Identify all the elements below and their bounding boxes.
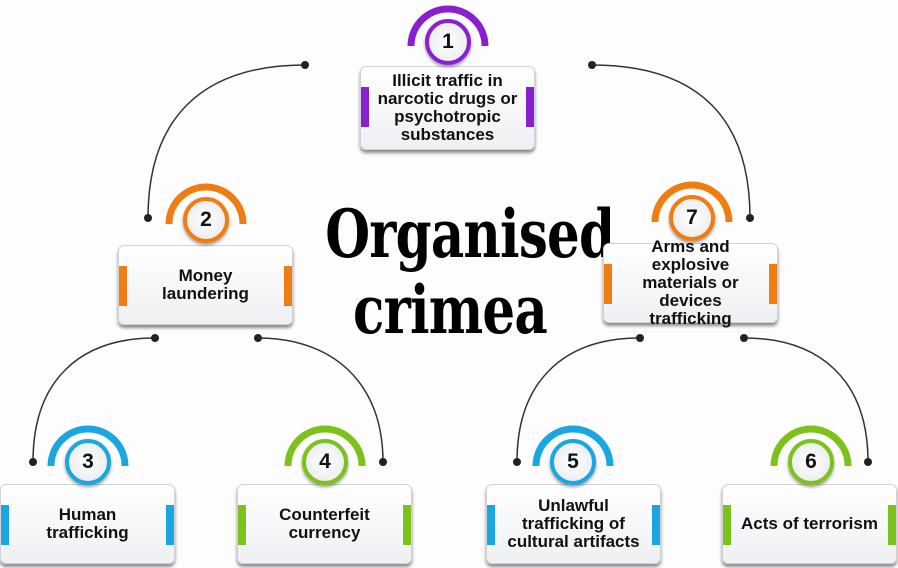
badge-arc-7	[651, 181, 733, 223]
node-label: Unlawful trafficking of cultural artifac…	[507, 496, 640, 551]
title-line-2: crimea	[353, 271, 548, 349]
badge-arc-6	[770, 425, 852, 467]
node-box: Human trafficking	[0, 484, 175, 564]
connector-7-5	[516, 337, 641, 463]
node-box: Acts of terrorism	[722, 484, 897, 564]
node-number-badge: 2	[183, 197, 229, 243]
node-label: Illicit traffic in narcotic drugs or psy…	[377, 71, 518, 144]
node-label: Money laundering	[162, 266, 249, 303]
connector-2-4	[257, 337, 384, 463]
node-label: Arms and explosive materials or devices …	[642, 237, 739, 328]
node-label: Human trafficking	[46, 505, 129, 542]
connector-7-6	[743, 337, 869, 463]
node-box: Arms and explosive materials or devices …	[603, 238, 778, 328]
badge-arc-3	[47, 425, 129, 467]
node-number-badge: 4	[302, 439, 348, 485]
node-label: Acts of terrorism	[741, 514, 878, 533]
node-number-badge: 5	[550, 439, 596, 485]
node-label: Counterfeit currency	[279, 505, 370, 542]
badge-arc-2	[165, 183, 247, 225]
node-number-badge: 6	[788, 439, 834, 485]
connector-1-7	[591, 64, 751, 219]
node-number-badge: 1	[425, 19, 471, 65]
node-box: Unlawful trafficking of cultural artifac…	[486, 484, 661, 564]
badge-arc-5	[532, 425, 614, 467]
connector-1-2	[147, 64, 306, 219]
diagram-title: Organised crimea	[325, 195, 615, 349]
node-number-badge: 7	[669, 195, 715, 241]
connector-2-3	[32, 337, 156, 463]
node-box: Illicit traffic in narcotic drugs or psy…	[360, 66, 535, 150]
node-box: Money laundering	[118, 245, 293, 325]
badge-arc-4	[284, 425, 366, 467]
node-box: Counterfeit currency	[237, 484, 412, 564]
badge-arc-1	[407, 5, 489, 47]
node-number-badge: 3	[65, 439, 111, 485]
title-line-1: Organised	[325, 195, 615, 273]
